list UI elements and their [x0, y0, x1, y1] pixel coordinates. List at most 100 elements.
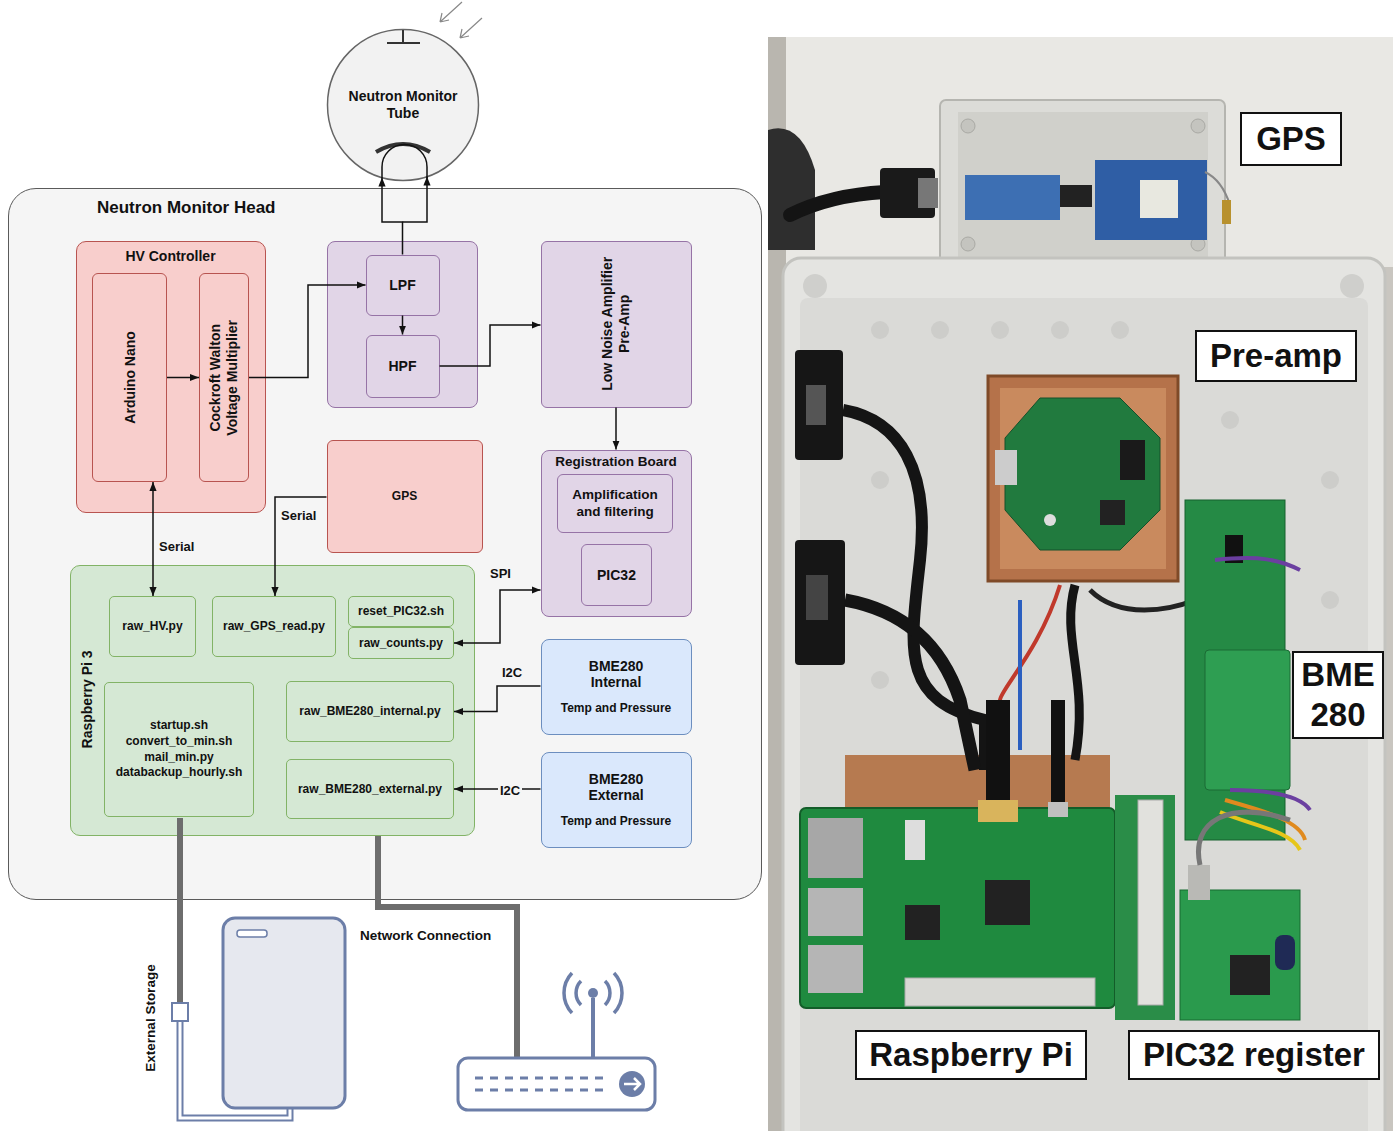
single-board-computer: [800, 808, 1115, 1008]
cables: [845, 600, 975, 770]
script-box: raw_counts.py: [348, 627, 454, 659]
hard-drive: [223, 918, 345, 1108]
label-anchor: Network Connection: [358, 928, 493, 943]
cables: [1000, 585, 1060, 700]
script-box: raw_GPS_read.py: [212, 596, 336, 657]
storage-link: [172, 1003, 188, 1021]
connector-group: [153, 177, 616, 789]
box-label: PIC32: [597, 567, 636, 584]
connector: [454, 686, 541, 712]
module-box: GPS: [327, 440, 483, 553]
cables: [1090, 590, 1195, 610]
radiation-arrows: [440, 2, 482, 38]
enclosure-box: [783, 258, 1385, 1131]
counter-board: [1230, 955, 1270, 995]
enclosure-box: [1321, 591, 1339, 609]
box-label: LPF: [389, 277, 415, 294]
panel-heading: Registration Board: [542, 451, 691, 470]
controller-panel: HV ControllerArduino NanoCockroft Walton…: [76, 241, 266, 513]
photo-background: [768, 128, 815, 250]
amplifier-can: [995, 450, 1017, 485]
signal-label: I2C: [498, 783, 522, 798]
amplifier-can: [1044, 514, 1056, 526]
connector: [402, 316, 404, 335]
amplifier-can: [988, 376, 1178, 581]
box-label: BME 280: [1297, 655, 1379, 734]
counter-board: [1275, 935, 1295, 970]
tube-electrodes: [376, 30, 430, 178]
label-anchor: I2C: [498, 783, 522, 798]
single-board-computer: [985, 880, 1030, 925]
box-label: GPS: [1256, 119, 1326, 159]
panel-connectors: [806, 575, 828, 620]
single-board-computer: [808, 888, 863, 936]
counter-board: [1188, 865, 1210, 900]
computer-panel: Raspberry Pi 3raw_HV.pyraw_GPS_read.pyre…: [70, 565, 475, 836]
connector: [615, 408, 617, 450]
panel-connectors: [806, 385, 826, 425]
usb-cable: [918, 178, 938, 208]
hdmi-cables: [986, 700, 1010, 805]
label-anchor: I2C: [500, 665, 524, 680]
sensor-box: BME280 ExternalTemp and Pressure: [541, 752, 692, 848]
process-box: Cockroft Walton Voltage Multiplier: [199, 273, 249, 482]
enclosure-box: [803, 274, 827, 298]
filter-box: LPF: [366, 255, 440, 316]
router: [458, 1058, 655, 1110]
box-label: Low Noise Amplifier Pre-Amp: [599, 249, 633, 399]
callout-box: PIC32 register: [1128, 1030, 1380, 1080]
amplifier-can: [988, 376, 1178, 581]
connector: [249, 285, 366, 378]
amplifier-can: [1120, 440, 1145, 480]
connector: [275, 497, 327, 596]
enclosure-box: [783, 258, 1385, 1131]
script-box: raw_BME280_internal.py: [286, 681, 454, 742]
enclosure-box: [991, 321, 1009, 339]
single-board-computer: [905, 905, 940, 940]
script-box: reset_PIC32.sh: [348, 596, 454, 627]
receiver-enclosure: [940, 100, 1231, 265]
board-panel: Registration BoardAmplification and filt…: [541, 450, 692, 617]
counter-board: [1180, 890, 1300, 1020]
box-label: raw_BME280_internal.py: [299, 704, 440, 718]
receiver-enclosure: [1095, 160, 1207, 240]
signal-label: Serial: [157, 539, 196, 554]
box-label: Cockroft Walton Voltage Multiplier: [207, 308, 241, 448]
single-board-computer: [905, 978, 1095, 1006]
chip-box: PIC32: [581, 544, 652, 606]
link-label: External Storage: [143, 962, 158, 1073]
enclosure-box: [871, 471, 889, 489]
panel-connectors: [795, 540, 845, 665]
box-label: reset_PIC32.sh: [358, 604, 444, 618]
receiver-enclosure: [940, 100, 1225, 265]
radiation-arrows: [460, 18, 482, 38]
panel-heading: HV Controller: [77, 242, 265, 265]
single-board-computer: [1048, 802, 1068, 817]
amplifier-can: [1100, 500, 1125, 525]
box-label: Amplification and filtering: [561, 487, 669, 519]
enclosure-box: [1340, 274, 1364, 298]
receiver-enclosure: [961, 119, 975, 133]
label-anchor: External Storage: [150, 1018, 261, 1033]
counter-board: [1198, 812, 1290, 865]
router: [619, 1071, 645, 1097]
network-link: [378, 836, 517, 1058]
usb-cable: [790, 192, 885, 215]
box-label: startup.sh convert_to_min.sh mail_min.py…: [116, 718, 242, 780]
usb-cable: [790, 168, 938, 218]
receiver-enclosure: [1222, 200, 1231, 224]
housing-panel: Neutron Monitor HeadHV ControllerArduino…: [8, 188, 762, 900]
signal-label: Serial: [279, 508, 318, 523]
router: [588, 988, 598, 998]
single-board-computer: [800, 800, 1115, 1008]
receiver-enclosure: [1140, 180, 1178, 218]
connector: [152, 482, 154, 596]
counter-board: [1115, 795, 1300, 1020]
callout-box: BME 280: [1292, 651, 1384, 738]
connector: [454, 590, 541, 643]
storage-link: [177, 818, 183, 1003]
script-box: startup.sh convert_to_min.sh mail_min.py…: [104, 682, 254, 817]
